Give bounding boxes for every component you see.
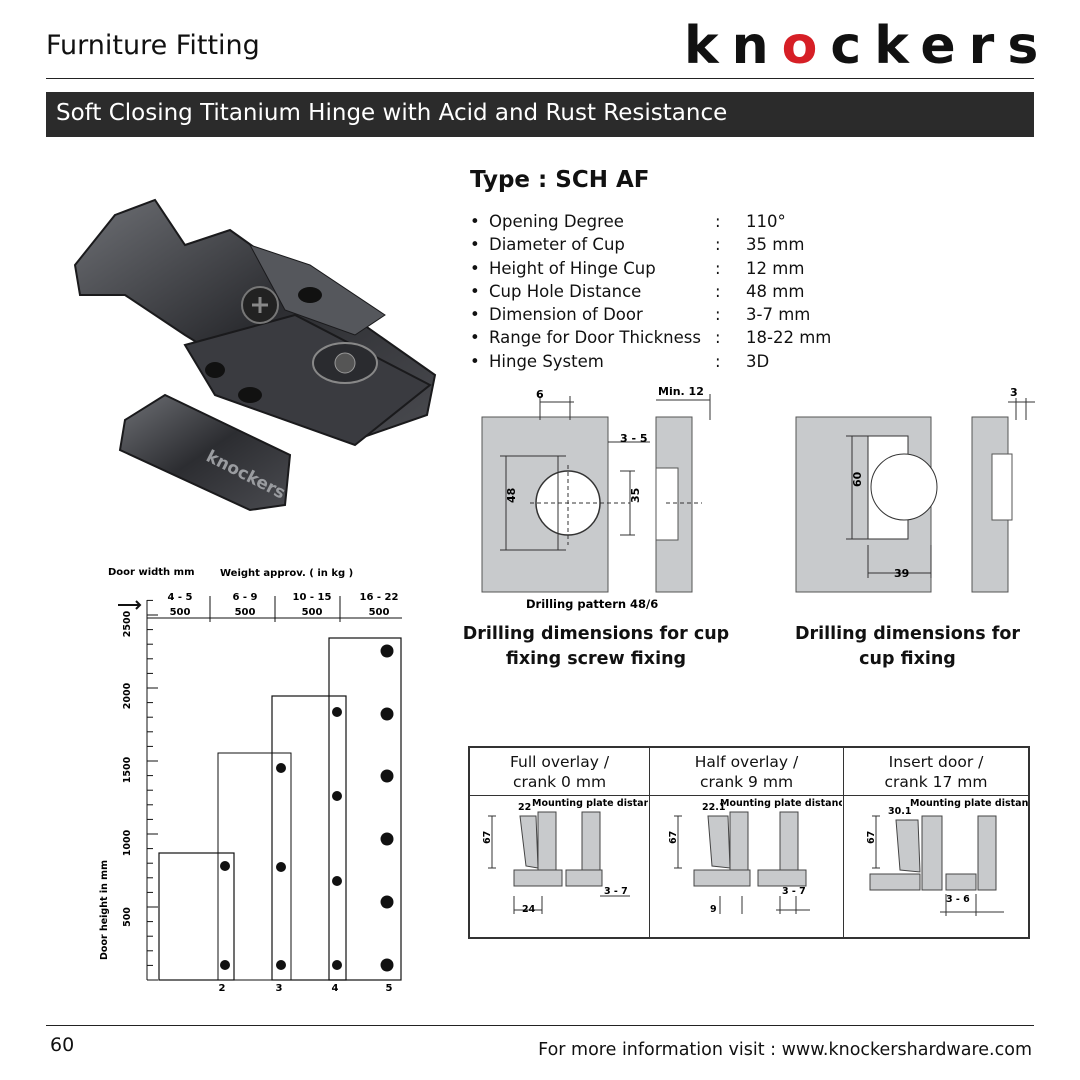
svg-text:24: 24 [522,904,536,915]
logo-letter: k [874,16,921,76]
drilling-pattern-label: Drilling pattern 48/6 [526,597,658,611]
svg-text:3 - 7: 3 - 7 [604,886,628,897]
overlay-header: Insert door / crank 17 mm [844,748,1028,796]
overlay-title: Half overlay / [694,753,799,771]
svg-text:9: 9 [710,904,717,915]
dim-label: 35 [629,488,642,503]
axis-title-door-width: Door width mm [108,567,195,578]
logo-keyhole-letter: o [781,16,831,76]
overlay-subtitle: crank 9 mm [699,773,794,791]
overlay-diagram: Mounting plate distance 22.1 67 9 3 - 7 [668,798,842,915]
svg-text:500: 500 [235,607,256,618]
footer-divider [46,1025,1034,1026]
brand-logo: knockers [684,16,1051,76]
overlay-subtitle: crank 0 mm [512,773,607,791]
svg-text:4: 4 [332,983,339,994]
svg-text:1500: 1500 [122,756,133,783]
spec-list: •Opening Degree:110° •Diameter of Cup:35… [470,210,890,373]
svg-text:500: 500 [369,607,390,618]
logo-letter: s [1007,16,1052,76]
overlay-header: Full overlay / crank 0 mm [470,748,649,796]
product-title-bar: Soft Closing Titanium Hinge with Acid an… [46,92,1034,137]
svg-text:67: 67 [866,831,877,844]
spec-type-label: Type : [470,167,548,193]
svg-text:500: 500 [122,907,133,927]
dim-label: 39 [894,567,909,580]
section-title: Furniture Fitting [46,30,260,61]
overlay-title: Insert door / [888,753,984,771]
overlay-table: Full overlay / crank 0 mm Mounting plate… [468,746,1030,939]
spec-item: •Dimension of Door:3-7 mm [470,305,811,325]
spec-type-value: SCH AF [555,167,650,193]
dim-label: 60 [851,471,864,487]
caption-screw-fixing: Drilling dimensions for cup fixing screw… [462,624,730,669]
svg-text:2000: 2000 [122,682,133,709]
spec-item: •Diameter of Cup:35 mm [470,235,805,255]
svg-text:30.1: 30.1 [888,806,911,817]
overlay-cell-half: Half overlay / crank 9 mm Mounting plate… [650,748,844,937]
svg-text:10 - 15: 10 - 15 [293,592,332,603]
svg-text:3 - 6: 3 - 6 [946,894,970,905]
svg-text:67: 67 [482,831,493,844]
svg-text:67: 67 [668,831,679,844]
svg-text:3 - 7: 3 - 7 [782,886,806,897]
drilling-diagram-screw: 6 Min. 12 3 - 5 48 35 Drilling pattern 4… [481,385,711,611]
spec-item: •Hinge System:3D [470,351,770,371]
hinge-count-labels: 2 3 4 5 [219,983,393,994]
spec-item: •Cup Hole Distance:48 mm [470,281,805,301]
dim-label: Min. 12 [658,385,704,398]
svg-text:2: 2 [219,983,226,994]
overlay-title: Full overlay / [509,753,610,771]
drilling-diagram-cup: 60 39 3 [795,386,1035,593]
logo-letter: e [920,16,969,76]
svg-text:1000: 1000 [122,829,133,856]
svg-text:5: 5 [386,983,393,994]
spec-item: •Height of Hinge Cup:12 mm [470,258,805,278]
axis-title-weight: Weight approv. ( in kg ) [220,568,353,579]
overlay-diagram: Mounting plate distance 30.1 67 3 - 6 [866,798,1028,916]
hinge-product-image: knockers [73,198,437,512]
svg-text:6 - 9: 6 - 9 [232,592,257,603]
svg-text:Mounting plate distance: Mounting plate distance [532,798,648,809]
logo-letter: k [684,16,732,76]
y-tick-labels: 500 1000 1500 2000 2500 [122,610,133,927]
weight-groups: 4 - 5 500 6 - 9 500 10 - 15 500 16 - 22 500 [167,592,398,618]
svg-text:4 - 5: 4 - 5 [167,592,192,603]
overlay-subtitle: crank 17 mm [884,773,988,791]
page-number: 60 [50,1034,75,1056]
logo-letter: c [830,16,875,76]
header-divider [46,78,1034,79]
spec-item: •Opening Degree:110° [470,212,786,231]
svg-text:Mounting plate distance: Mounting plate distance [720,798,842,809]
door-weight-chart: Door width mm Weight approv. ( in kg ) 4… [99,567,402,994]
dim-label: 48 [505,488,518,503]
logo-letter: n [731,16,782,76]
svg-text:500: 500 [302,607,323,618]
svg-text:Mounting plate distance: Mounting plate distance [910,798,1028,809]
spec-item: •Range for Door Thickness:18-22 mm [470,328,832,348]
svg-text:22: 22 [518,802,531,813]
svg-text:3: 3 [276,983,283,994]
dim-label: 3 - 5 [620,432,648,445]
svg-text:500: 500 [170,607,191,618]
logo-letter: r [968,16,1008,76]
spec-type: Type : SCH AF [470,167,649,193]
dim-label: 3 [1010,386,1018,399]
overlay-cell-insert: Insert door / crank 17 mm Mounting plate… [844,748,1028,937]
svg-text:22.1: 22.1 [702,802,725,813]
svg-text:16 - 22: 16 - 22 [360,592,399,603]
overlay-cell-full: Full overlay / crank 0 mm Mounting plate… [470,748,650,937]
overlay-diagram: Mounting plate distance 22 67 24 3 - 7 [482,798,648,915]
axis-title-door-height: Door height in mm [99,860,110,960]
product-title: Soft Closing Titanium Hinge with Acid an… [56,100,728,126]
hinge-count-dots [220,644,394,972]
caption-cup-fixing: Drilling dimensions for cup fixing [795,624,1020,669]
overlay-header: Half overlay / crank 9 mm [650,748,843,796]
dim-label: 6 [536,388,544,401]
svg-text:2500: 2500 [122,610,133,637]
footer-website-info: For more information visit : www.knocker… [538,1040,1032,1060]
